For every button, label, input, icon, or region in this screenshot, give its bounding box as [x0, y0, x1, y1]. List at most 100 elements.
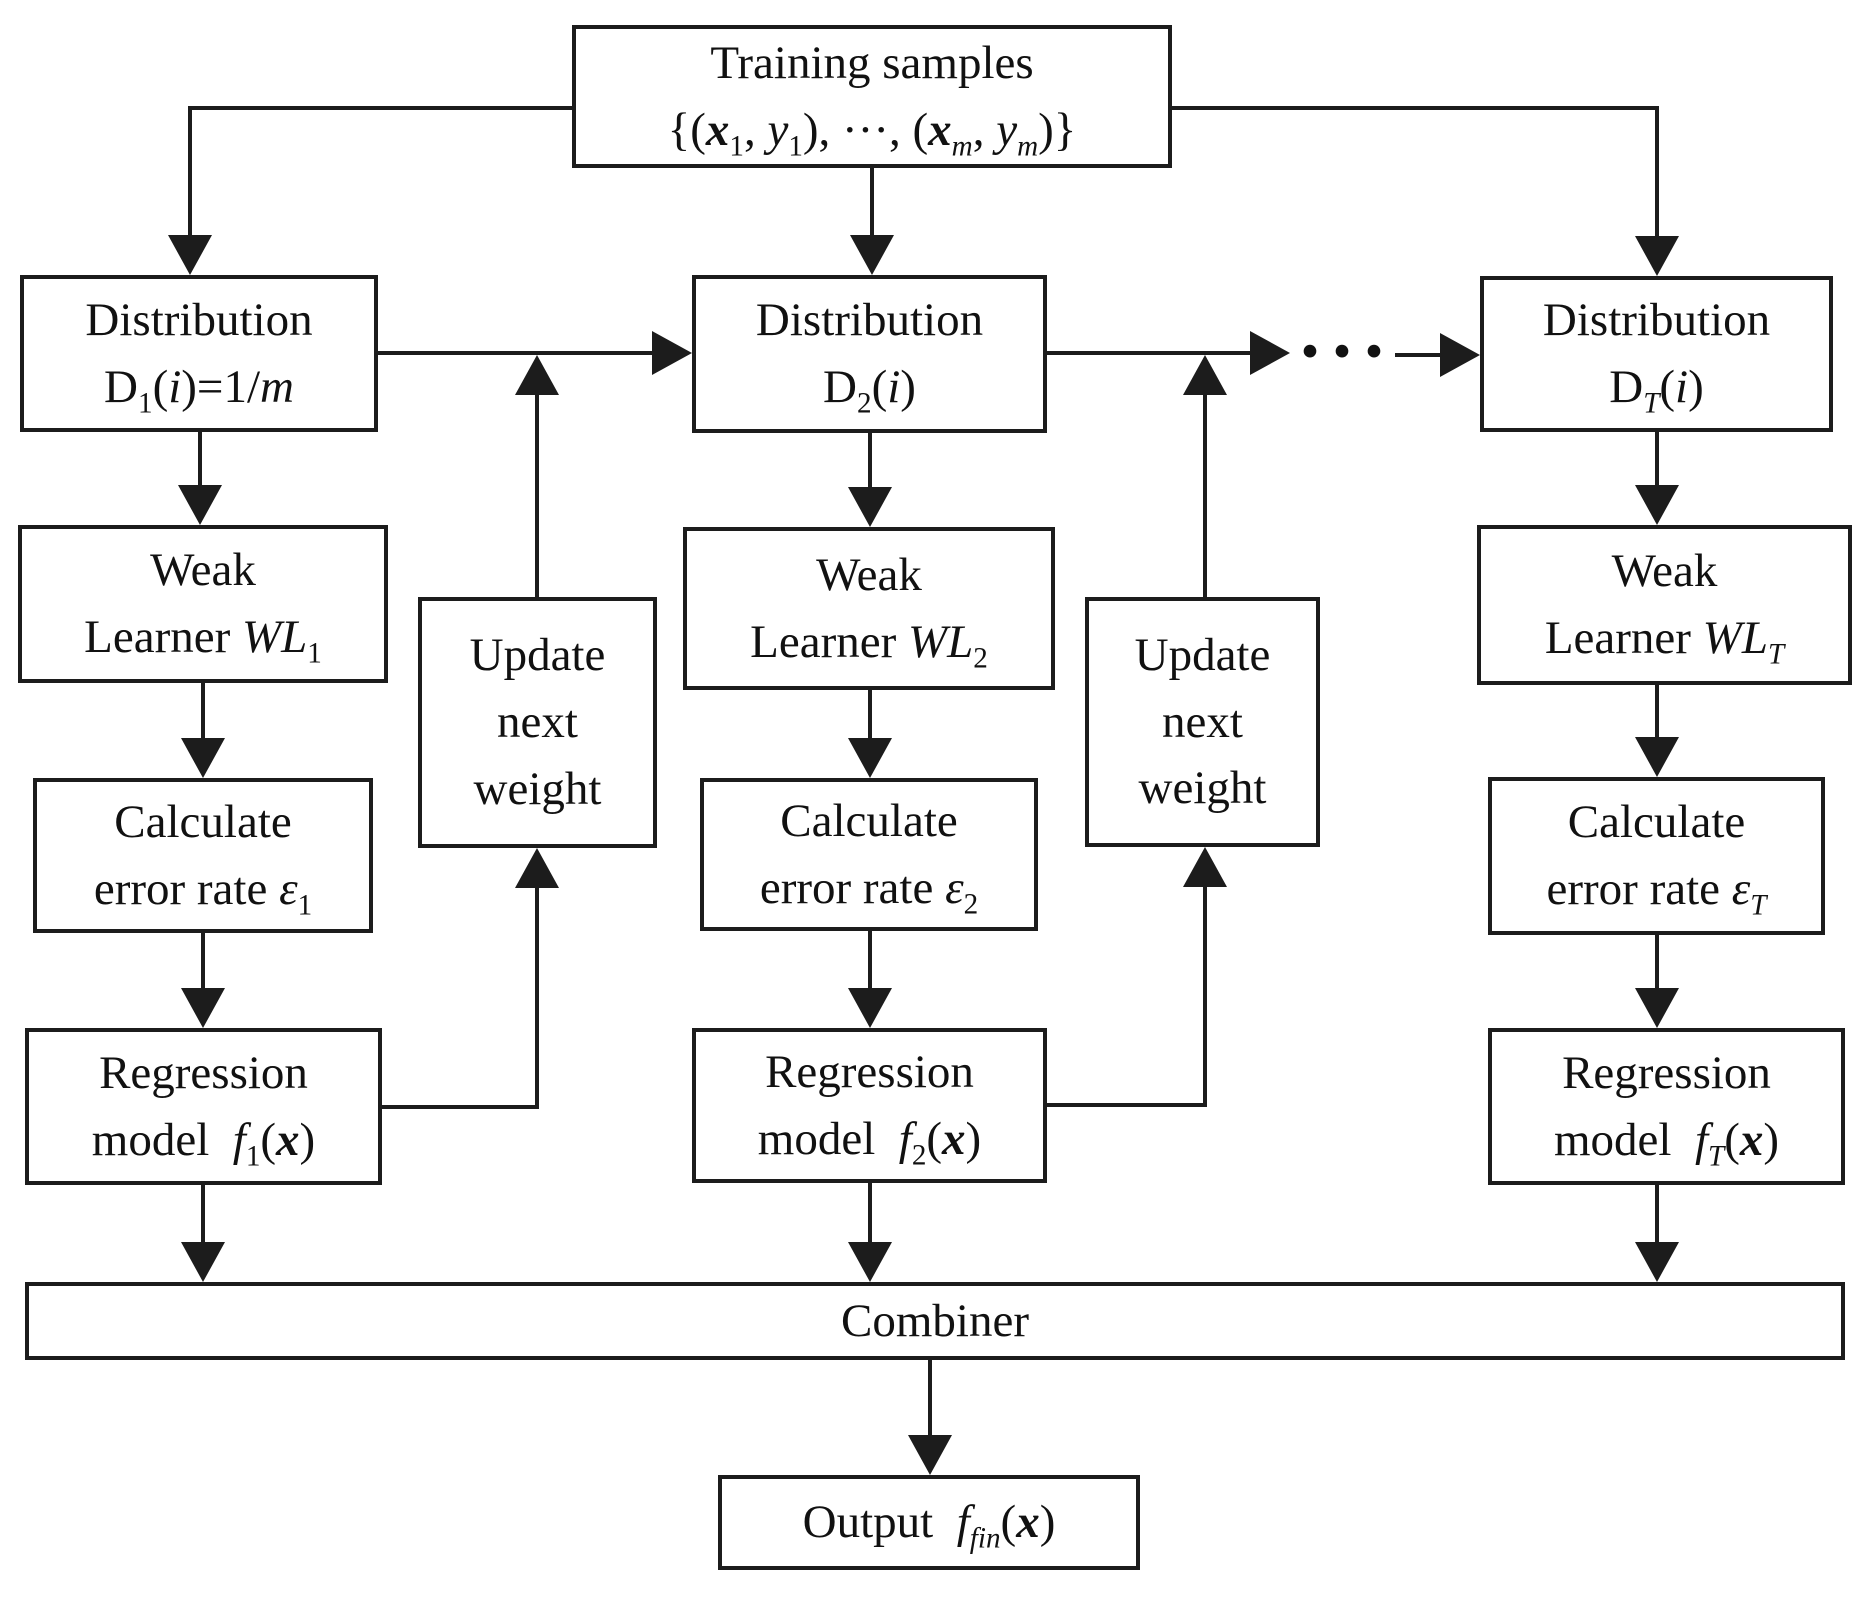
- error-rate-2-title: Calculate: [780, 794, 958, 847]
- arrowhead-calcT-to-regT: [1635, 988, 1679, 1028]
- arrow-calc2-to-reg2-vline: [868, 931, 872, 988]
- weak-learner-1-box: Weak Learner WL1: [18, 525, 388, 683]
- arrow-dist1-to-wl1-vline: [198, 432, 202, 485]
- arrow-reg1-to-update1-vline: [535, 886, 539, 1109]
- arrow-ellipsis-to-distT-hline: [1395, 353, 1440, 357]
- regression-model-T-box: Regression model fT(x): [1488, 1028, 1845, 1185]
- weak-learner-1-formula: Learner WL1: [84, 611, 322, 670]
- update-weight-1-line2: next: [497, 696, 578, 749]
- arrow-dist2-to-wl2-vline: [868, 433, 872, 487]
- regression-model-1-box: Regression model f1(x): [25, 1028, 382, 1185]
- distribution-T-box: Distribution DT(i): [1480, 276, 1833, 432]
- arrow-training-to-distT-hline: [1172, 106, 1657, 110]
- arrowhead-ellipsis-to-distT: [1440, 333, 1480, 377]
- distribution-2-formula: D2(i): [823, 361, 916, 420]
- arrow-reg2-to-update2-vline: [1203, 885, 1207, 1107]
- arrow-reg2-to-combiner-vline: [868, 1183, 872, 1242]
- update-weight-1-line1: Update: [469, 629, 606, 682]
- arrow-dist1-to-dist2-hline: [378, 351, 652, 355]
- arrowhead-update1-to-dist2: [515, 355, 559, 395]
- weak-learner-2-formula: Learner WL2: [750, 615, 988, 674]
- arrowhead-dist1-to-dist2: [652, 331, 692, 375]
- arrowhead-calc2-to-reg2: [848, 988, 892, 1028]
- weak-learner-2-title: Weak: [816, 548, 922, 601]
- update-weight-2-line2: next: [1162, 695, 1243, 748]
- arrow-reg1-to-combiner-vline: [201, 1185, 205, 1242]
- training-samples-formula: {(x1, y1), ···, (xm, ym)}: [667, 103, 1077, 162]
- distribution-1-title: Distribution: [85, 293, 313, 346]
- weak-learner-T-box: Weak Learner WLT: [1477, 525, 1852, 685]
- arrowhead-update2-to-chain: [1183, 355, 1227, 395]
- distribution-2-box: Distribution D2(i): [692, 275, 1047, 433]
- arrowhead-training-to-dist1: [168, 235, 212, 275]
- arrowhead-dist1-to-wl1: [178, 485, 222, 525]
- error-rate-1-formula: error rate ε1: [93, 862, 313, 921]
- distribution-1-box: Distribution D1(i)=1/m: [20, 275, 378, 432]
- arrow-calc1-to-reg1-vline: [201, 933, 205, 988]
- arrowhead-reg2-to-combiner: [848, 1242, 892, 1282]
- weak-learner-T-formula: Learner WLT: [1544, 612, 1785, 671]
- update-weight-1-box: Update next weight: [418, 597, 657, 848]
- arrowhead-wl2-to-calc2: [848, 738, 892, 778]
- arrow-wl2-to-calc2-vline: [868, 690, 872, 738]
- arrow-update1-to-dist2-vline: [535, 393, 539, 597]
- arrow-dist2-to-ellipsis-hline: [1047, 351, 1250, 355]
- error-rate-2-formula: error rate ε2: [759, 861, 979, 920]
- regression-model-2-box: Regression model f2(x): [692, 1028, 1047, 1183]
- regression-model-T-formula: model fT(x): [1553, 1113, 1780, 1172]
- regression-model-1-formula: model f1(x): [91, 1113, 316, 1172]
- arrowhead-reg2-to-update2: [1183, 847, 1227, 887]
- distribution-T-title: Distribution: [1542, 294, 1771, 347]
- output-box: Output ffin(x): [718, 1475, 1140, 1570]
- error-rate-T-formula: error rate εT: [1546, 863, 1767, 922]
- update-weight-2-box: Update next weight: [1085, 597, 1320, 847]
- arrowhead-dist2-to-wl2: [848, 487, 892, 527]
- weak-learner-2-box: Weak Learner WL2: [683, 527, 1055, 690]
- arrow-distT-to-wlT-vline: [1655, 432, 1659, 485]
- arrowhead-calc1-to-reg1: [181, 988, 225, 1028]
- update-weight-1-line3: weight: [473, 762, 602, 815]
- error-rate-1-box: Calculate error rate ε1: [33, 778, 373, 933]
- arrow-regT-to-combiner-vline: [1655, 1185, 1659, 1242]
- arrow-reg1-to-update1-hline: [382, 1105, 537, 1109]
- arrow-wlT-to-calcT-vline: [1655, 685, 1659, 737]
- arrowhead-reg1-to-update1: [515, 848, 559, 888]
- update-weight-2-line3: weight: [1138, 762, 1267, 815]
- arrowhead-reg1-to-combiner: [181, 1242, 225, 1282]
- distribution-1-formula: D1(i)=1/m: [104, 360, 294, 419]
- regression-model-2-title: Regression: [765, 1045, 974, 1098]
- training-samples-title: Training samples: [710, 36, 1034, 89]
- arrow-combiner-to-output-vline: [928, 1360, 932, 1435]
- weak-learner-1-title: Weak: [150, 544, 256, 597]
- arrow-training-to-dist2-vline: [870, 168, 874, 235]
- distribution-T-formula: DT(i): [1609, 361, 1704, 420]
- output-label: Output ffin(x): [802, 1496, 1056, 1555]
- arrowhead-training-to-dist2: [850, 235, 894, 275]
- error-rate-2-box: Calculate error rate ε2: [700, 778, 1038, 931]
- distribution-2-title: Distribution: [755, 294, 984, 347]
- arrow-calcT-to-regT-vline: [1655, 935, 1659, 988]
- error-rate-1-title: Calculate: [114, 795, 292, 848]
- regression-model-T-title: Regression: [1562, 1046, 1771, 1099]
- arrowhead-regT-to-combiner: [1635, 1242, 1679, 1282]
- arrow-training-to-dist1-hline: [188, 106, 572, 110]
- arrow-update2-to-chain-vline: [1203, 393, 1207, 597]
- weak-learner-T-title: Weak: [1611, 545, 1718, 598]
- regression-model-1-title: Regression: [99, 1046, 308, 1099]
- error-rate-T-box: Calculate error rate εT: [1488, 777, 1825, 935]
- update-weight-2-line1: Update: [1134, 628, 1271, 681]
- regression-model-2-formula: model f2(x): [757, 1112, 982, 1171]
- arrow-training-to-dist1-vline: [188, 106, 192, 235]
- arrowhead-combiner-to-output: [908, 1435, 952, 1475]
- arrowhead-training-to-distT: [1635, 236, 1679, 276]
- arrow-reg2-to-update2-hline: [1047, 1103, 1205, 1107]
- ellipsis-continuation: ···: [1296, 307, 1394, 394]
- arrowhead-distT-to-wlT: [1635, 485, 1679, 525]
- arrowhead-dist2-to-ellipsis: [1250, 331, 1290, 375]
- arrowhead-wl1-to-calc1: [181, 738, 225, 778]
- training-samples-box: Training samples {(x1, y1), ···, (xm, ym…: [572, 25, 1172, 168]
- arrow-training-to-distT-vline: [1655, 106, 1659, 236]
- combiner-label: Combiner: [841, 1294, 1029, 1347]
- arrow-wl1-to-calc1-vline: [201, 683, 205, 738]
